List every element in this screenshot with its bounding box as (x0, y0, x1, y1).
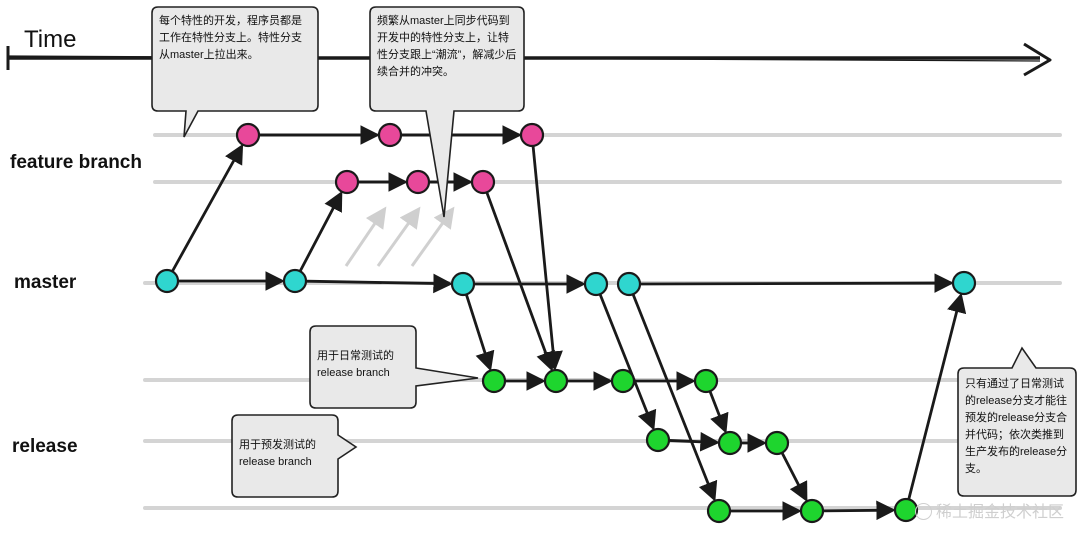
callout-daily-test-branch: 用于日常测试的release branch (308, 324, 479, 409)
master-commit-node (450, 271, 476, 297)
merge-arrow (531, 144, 563, 371)
callout-text: 用于日常测试的release branch (317, 350, 394, 379)
callout-text: 只有通过了日常测试的release分支才能往预发的release分支合并代码；依… (965, 378, 1068, 475)
merge-arrow (464, 293, 495, 372)
time-axis-arrowhead (1023, 42, 1052, 77)
master-commit-node (154, 268, 180, 294)
callout-shape (231, 414, 358, 498)
callout-shape (151, 6, 319, 138)
merge-arrow (907, 292, 967, 501)
callout-text: 频繁从master上同步代码到开发中的特性分支上，让特性分支跟上“潮流”，解减少… (377, 15, 517, 78)
release-commit-node (610, 368, 636, 394)
release-commit-node (706, 498, 732, 524)
master-commit-node (951, 270, 977, 296)
feature-commit-node (405, 169, 431, 195)
merge-arrow (638, 273, 954, 293)
feature-commit-node (470, 169, 496, 195)
feature-commit-node (377, 122, 403, 148)
merge-arrow (304, 273, 453, 294)
release-commit-node (893, 497, 919, 523)
watermark: 稀土掘金技术社区 (914, 498, 1064, 522)
callout-production-release: 只有通过了日常测试的release分支才能往预发的release分支合并代码；依… (956, 346, 1080, 498)
feature-commit-node (519, 122, 545, 148)
callout-sync-from-master: 频繁从master上同步代码到开发中的特性分支上，让特性分支跟上“潮流”，解减少… (368, 5, 526, 218)
callout-text: 用于预发测试的release branch (239, 439, 316, 468)
lane-label-feature-branch: feature branch (10, 152, 142, 173)
release-commit-node (764, 430, 790, 456)
release-commit-node (799, 498, 825, 524)
merge-arrow (170, 143, 244, 273)
feature-commit-node (235, 122, 261, 148)
lane-label-master: master (14, 272, 77, 293)
merge-arrow (780, 451, 808, 503)
merge-arrow (485, 190, 555, 372)
watermark-text: 稀土掘金技术社区 (935, 504, 1064, 521)
master-commit-node (616, 271, 642, 297)
sync-hint-arrow (376, 206, 421, 267)
callout-shape (369, 6, 525, 218)
sync-hint-arrow (344, 206, 387, 267)
time-axis-label: Time (24, 26, 77, 53)
release-commit-node (717, 430, 743, 456)
master-commit-node (583, 271, 609, 297)
sync-hint-arrow (410, 206, 455, 267)
callout-shape (957, 346, 1077, 497)
callout-feature-development: 每个特性的开发，程序员都是工作在特性分支上。特性分支从master上拉出来。 (150, 5, 320, 138)
merge-arrow (298, 190, 343, 273)
release-commit-node (481, 368, 507, 394)
callout-shape (309, 325, 479, 409)
master-commit-node (282, 268, 308, 294)
merge-arrow (708, 389, 729, 434)
feature-commit-node (334, 169, 360, 195)
callout-pre-release-test-branch: 用于预发测试的release branch (230, 413, 358, 498)
lane-label-release: release (12, 436, 78, 457)
merge-arrow (821, 500, 896, 521)
merge-arrow (598, 292, 657, 431)
release-commit-node (693, 368, 719, 394)
release-commit-node (543, 368, 569, 394)
community-logo-icon (914, 503, 932, 520)
merge-arrow (631, 292, 718, 502)
callout-text: 每个特性的开发，程序员都是工作在特性分支上。特性分支从master上拉出来。 (159, 15, 302, 61)
release-commit-node (645, 427, 671, 453)
